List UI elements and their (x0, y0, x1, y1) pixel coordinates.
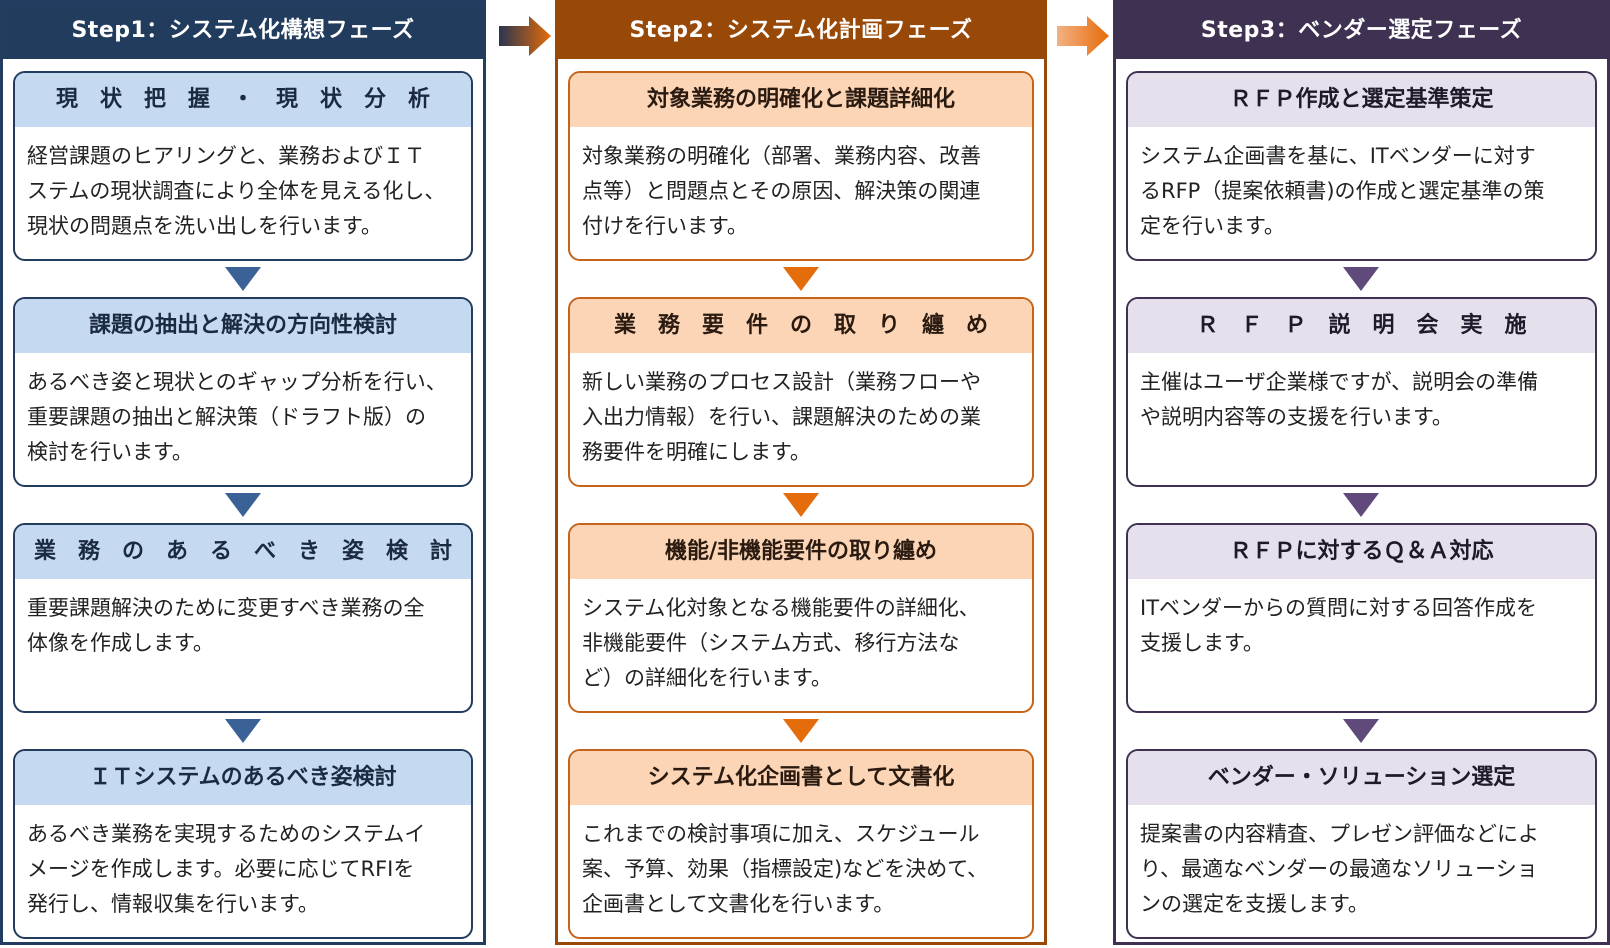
text-line: 案、予算、効果（指標設定)などを決めて、 (582, 857, 989, 881)
step3-card-4-body: 提案書の内容精査、プレゼン評価などによ り、最適なベンダーの最適なソリューショ … (1128, 805, 1595, 922)
text-line: システム化対象となる機能要件の詳細化、 (582, 596, 980, 620)
text-line: や説明内容等の支援を行います。 (1140, 405, 1453, 429)
step3-column: Step3：ベンダー選定フェーズ ＲＦＰ作成と選定基準策定 システム企画書を基に… (1113, 0, 1610, 945)
down-arrow-icon (225, 493, 261, 517)
step1-card-4-title: ＩＴシステムのあるべき姿検討 (15, 751, 471, 805)
step3-card-1: ＲＦＰ作成と選定基準策定 システム企画書を基に、ITベンダーに対す るRFP（提… (1126, 71, 1597, 261)
step3-card-1-body: システム企画書を基に、ITベンダーに対す るRFP（提案依頼書)の作成と選定基準… (1128, 127, 1595, 244)
text-line: 付けを行います。 (582, 214, 748, 238)
step2-column: Step2：システム化計画フェーズ 対象業務の明確化と課題詳細化 対象業務の明確… (555, 0, 1047, 945)
step2-card-2-title: 業 務 要 件 の 取 り 纏 め (570, 299, 1032, 353)
step2-card-1-title: 対象業務の明確化と課題詳細化 (570, 73, 1032, 127)
text-line: システム企画書を基に、ITベンダーに対す (1140, 144, 1536, 168)
text-line: 重要課題解決のために変更すべき業務の全 (27, 596, 425, 620)
text-line: 点等）と問題点とその原因、解決策の関連 (582, 179, 981, 203)
step2-card-2-body: 新しい業務のプロセス設計（業務フローや 入出力情報）を行い、課題解決のための業 … (570, 353, 1032, 470)
text-line: 重要課題の抽出と解決策（ドラフト版）の (27, 405, 426, 429)
text-line: メージを作成します。必要に応じてRFIを (27, 857, 415, 881)
text-line: 検討を行います。 (27, 440, 193, 464)
text-line: 定を行います。 (1140, 214, 1285, 238)
step1-card-2-body: あるべき姿と現状とのギャップ分析を行い、 重要課題の抽出と解決策（ドラフト版）の… (15, 353, 471, 470)
text-line: 非機能要件（システム方式、移行方法な (582, 631, 960, 655)
step3-card-3: ＲＦＰに対するＱ＆Ａ対応 ITベンダーからの質問に対する回答作成を 支援します。 (1126, 523, 1597, 713)
step2-card-4-body: これまでの検討事項に加え、スケジュール 案、予算、効果（指標設定)などを決めて、… (570, 805, 1032, 922)
down-arrow-icon (1343, 493, 1379, 517)
text-line: 対象業務の明確化（部署、業務内容、改善 (582, 144, 981, 168)
text-line: 発行し、情報収集を行います。 (27, 892, 319, 916)
text-line: あるべき姿と現状とのギャップ分析を行い、 (27, 370, 447, 394)
step2-card-3-body: システム化対象となる機能要件の詳細化、 非機能要件（システム方式、移行方法な ど… (570, 579, 1032, 696)
step2-card-3-title: 機能/非機能要件の取り纏め (570, 525, 1032, 579)
step1-card-2-title: 課題の抽出と解決の方向性検討 (15, 299, 471, 353)
text-line: 務要件を明確にします。 (582, 440, 811, 464)
right-arrow-icon (499, 16, 551, 56)
text-line: これまでの検討事項に加え、スケジュール (582, 822, 980, 846)
step1-column: Step1：システム化構想フェーズ 現 状 把 握 ・ 現 状 分 析 経営課題… (0, 0, 486, 945)
down-arrow-icon (1343, 267, 1379, 291)
step3-card-4-title: ベンダー・ソリューション選定 (1128, 751, 1595, 805)
text-line: ど）の詳細化を行います。 (582, 666, 832, 690)
step1-card-3-body: 重要課題解決のために変更すべき業務の全 体像を作成します。 (15, 579, 471, 661)
down-arrow-icon (1343, 719, 1379, 743)
step1-card-4: ＩＴシステムのあるべき姿検討 あるべき業務を実現するためのシステムイ メージを作… (13, 749, 473, 939)
down-arrow-icon (225, 719, 261, 743)
step1-card-4-body: あるべき業務を実現するためのシステムイ メージを作成します。必要に応じてRFIを… (15, 805, 471, 922)
step2-card-2: 業 務 要 件 の 取 り 纏 め 新しい業務のプロセス設計（業務フローや 入出… (568, 297, 1034, 487)
step2-card-1: 対象業務の明確化と課題詳細化 対象業務の明確化（部署、業務内容、改善 点等）と問… (568, 71, 1034, 261)
text-line: 支援します。 (1140, 631, 1264, 655)
step1-header: Step1：システム化構想フェーズ (3, 3, 483, 59)
step3-card-2-title: Ｒ Ｆ Ｐ 説 明 会 実 施 (1128, 299, 1595, 353)
text-line: 主催はユーザ企業様ですが、説明会の準備 (1140, 370, 1539, 394)
step1-card-3-title: 業 務 の あ る べ き 姿 検 討 (15, 525, 471, 579)
down-arrow-icon (783, 493, 819, 517)
step3-card-3-title: ＲＦＰに対するＱ＆Ａ対応 (1128, 525, 1595, 579)
text-line: あるべき業務を実現するためのシステムイ (27, 822, 426, 846)
text-line: ステムの現状調査により全体を見える化し、 (27, 179, 446, 203)
text-line: り、最適なベンダーの最適なソリューショ (1140, 857, 1538, 881)
down-arrow-icon (225, 267, 261, 291)
step3-header: Step3：ベンダー選定フェーズ (1116, 3, 1607, 59)
step3-card-4: ベンダー・ソリューション選定 提案書の内容精査、プレゼン評価などによ り、最適な… (1126, 749, 1597, 939)
step1-card-3: 業 務 の あ る べ き 姿 検 討 重要課題解決のために変更すべき業務の全 … (13, 523, 473, 713)
step3-card-2-body: 主催はユーザ企業様ですが、説明会の準備 や説明内容等の支援を行います。 (1128, 353, 1595, 435)
step2-card-1-body: 対象業務の明確化（部署、業務内容、改善 点等）と問題点とその原因、解決策の関連 … (570, 127, 1032, 244)
text-line: 企画書として文書化を行います。 (582, 892, 895, 916)
step3-card-1-title: ＲＦＰ作成と選定基準策定 (1128, 73, 1595, 127)
text-line: 現状の問題点を洗い出しを行います。 (27, 214, 382, 238)
text-line: るRFP（提案依頼書)の作成と選定基準の策 (1140, 179, 1545, 203)
step2-card-3: 機能/非機能要件の取り纏め システム化対象となる機能要件の詳細化、 非機能要件（… (568, 523, 1034, 713)
text-line: ンの選定を支援します。 (1140, 892, 1369, 916)
text-line: 経営課題のヒアリングと、業務およびＩＴ (27, 144, 426, 168)
step2-card-4: システム化企画書として文書化 これまでの検討事項に加え、スケジュール 案、予算、… (568, 749, 1034, 939)
text-line: 提案書の内容精査、プレゼン評価などによ (1140, 822, 1539, 846)
step3-card-3-body: ITベンダーからの質問に対する回答作成を 支援します。 (1128, 579, 1595, 661)
step3-card-2: Ｒ Ｆ Ｐ 説 明 会 実 施 主催はユーザ企業様ですが、説明会の準備 や説明内… (1126, 297, 1597, 487)
down-arrow-icon (783, 719, 819, 743)
right-arrow-icon (1057, 16, 1109, 56)
step1-card-1-body: 経営課題のヒアリングと、業務およびＩＴ ステムの現状調査により全体を見える化し、… (15, 127, 471, 244)
step1-card-1-title: 現 状 把 握 ・ 現 状 分 析 (15, 73, 471, 127)
down-arrow-icon (783, 267, 819, 291)
step1-card-1: 現 状 把 握 ・ 現 状 分 析 経営課題のヒアリングと、業務およびＩＴ ステ… (13, 71, 473, 261)
text-line: 体像を作成します。 (27, 631, 214, 655)
text-line: ITベンダーからの質問に対する回答作成を (1140, 596, 1538, 620)
step2-header: Step2：システム化計画フェーズ (558, 3, 1044, 59)
step2-card-4-title: システム化企画書として文書化 (570, 751, 1032, 805)
step1-card-2: 課題の抽出と解決の方向性検討 あるべき姿と現状とのギャップ分析を行い、 重要課題… (13, 297, 473, 487)
text-line: 新しい業務のプロセス設計（業務フローや (582, 370, 981, 394)
text-line: 入出力情報）を行い、課題解決のための業 (582, 405, 981, 429)
